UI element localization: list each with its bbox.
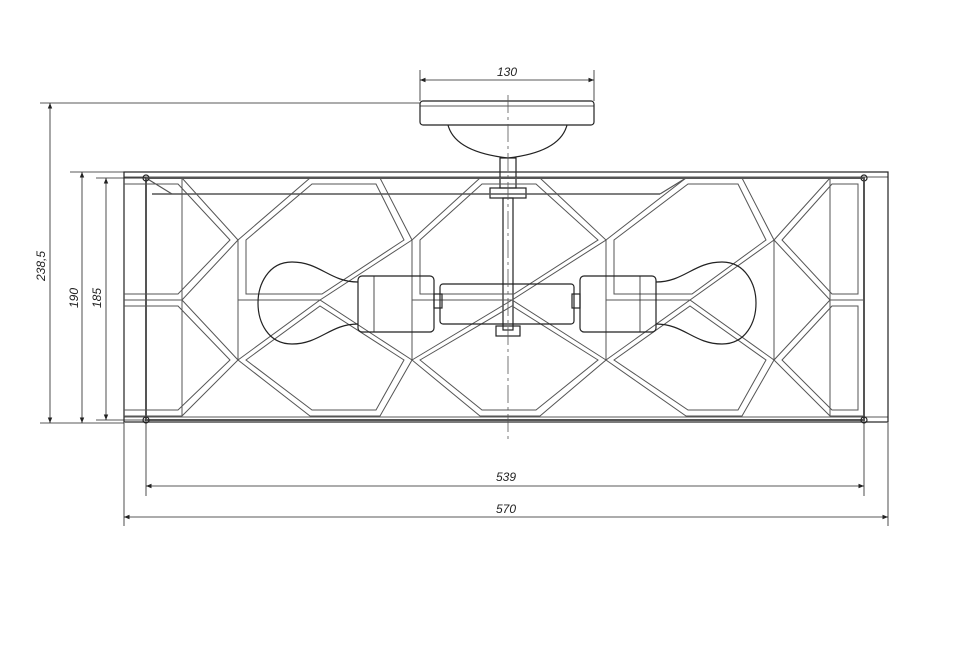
dim-label-inner-height: 185 [90, 288, 104, 308]
dim-inner-height [96, 177, 146, 421]
dim-overall-height [40, 102, 420, 424]
dim-overall-width [123, 423, 889, 526]
dimensions [40, 70, 889, 526]
lamp-fixture [123, 100, 889, 424]
dim-shade-height [70, 171, 124, 423]
hex-lattice [124, 177, 865, 417]
dim-label-shade-height: 190 [67, 288, 81, 308]
dim-canopy-width [419, 70, 595, 101]
shade-frame [123, 171, 889, 424]
dim-label-overall-height: 238,5 [34, 251, 48, 282]
dim-label-inner-width: 539 [496, 470, 516, 484]
dim-inner-width [145, 423, 865, 496]
dim-label-overall-width: 570 [496, 502, 516, 516]
ceiling-canopy [419, 100, 595, 159]
socket-crossbar [433, 283, 581, 325]
dim-label-canopy-width: 130 [497, 65, 517, 79]
